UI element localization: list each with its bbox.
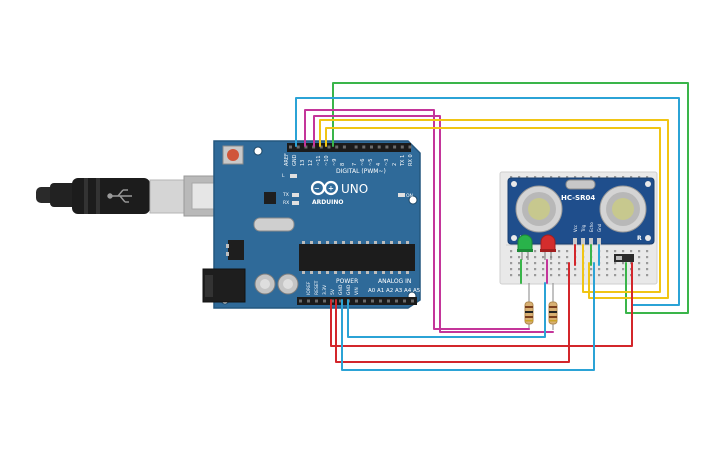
svg-text:Echo: Echo bbox=[589, 222, 594, 232]
wire-blue-resistor[interactable] bbox=[347, 282, 546, 338]
analog-pin-labels: A0 A1 A2 A3 A4 A5 bbox=[368, 288, 421, 294]
svg-text:A1: A1 bbox=[377, 288, 384, 294]
svg-text:Trig: Trig bbox=[581, 224, 586, 233]
sensor-model-label: HC-SR04 bbox=[561, 194, 595, 202]
svg-text:GND: GND bbox=[338, 284, 344, 295]
gnd-label: GND bbox=[292, 154, 298, 166]
resistor[interactable] bbox=[524, 283, 534, 330]
svg-text:5V: 5V bbox=[330, 288, 336, 295]
crystal bbox=[565, 179, 596, 190]
l-led-label: L bbox=[282, 173, 285, 179]
reset-button[interactable] bbox=[222, 145, 244, 165]
svg-text:3.3V: 3.3V bbox=[322, 284, 328, 295]
receiver-label: R bbox=[637, 235, 642, 242]
digital-header-label: DIGITAL (PWM~) bbox=[336, 168, 386, 175]
wire-blue-ground-bottom[interactable] bbox=[341, 262, 595, 371]
sensor-pin-labels: Vcc Trig Echo Gnd bbox=[573, 222, 602, 233]
capacitor bbox=[254, 273, 276, 295]
svg-text:+: + bbox=[328, 185, 334, 193]
pin-12-label: 12 bbox=[308, 160, 314, 166]
green-led[interactable] bbox=[517, 234, 533, 260]
receiver-transducer bbox=[599, 185, 647, 233]
svg-text:Gnd: Gnd bbox=[597, 223, 602, 232]
voltage-regulator bbox=[228, 240, 244, 260]
transmitter-transducer bbox=[515, 185, 563, 233]
pin-tx-label: TX 1 bbox=[400, 155, 406, 167]
capacitor bbox=[277, 273, 299, 295]
svg-text:RESET: RESET bbox=[314, 280, 320, 295]
rx-led-label: RX bbox=[283, 200, 289, 206]
pin-7-label: 7 bbox=[352, 163, 358, 166]
wire-magenta-led[interactable] bbox=[313, 115, 554, 333]
digital-pin-labels: AREF GND 13 12 ~11 ~10 ~9 8 7 ~6 ~5 4 ~3… bbox=[284, 153, 414, 167]
resistor[interactable] bbox=[548, 283, 558, 330]
svg-text:GND: GND bbox=[346, 284, 352, 295]
rx-led bbox=[292, 201, 299, 205]
svg-text:A4: A4 bbox=[404, 288, 412, 294]
l-led bbox=[290, 174, 297, 178]
tx-led-label: TX bbox=[282, 192, 289, 198]
usb-chip bbox=[264, 192, 276, 204]
pin-13-label: 13 bbox=[300, 160, 306, 166]
analog-header-label: ANALOG IN bbox=[378, 278, 411, 285]
ultrasonic-sensor[interactable]: HC-SR04 T R Vcc Trig Echo Gnd bbox=[507, 177, 655, 245]
arduino-uno-board[interactable]: AREF GND 13 12 ~11 ~10 ~9 8 7 ~6 ~5 4 ~3… bbox=[202, 140, 421, 309]
svg-text:IOREF: IOREF bbox=[306, 281, 312, 295]
red-led[interactable] bbox=[540, 234, 556, 260]
board-model-label: UNO bbox=[341, 182, 368, 196]
usb-cable bbox=[36, 175, 243, 217]
power-header-label: POWER bbox=[336, 278, 358, 285]
pin-4-label: 4 bbox=[376, 163, 382, 166]
wire-green-trig[interactable] bbox=[332, 82, 689, 314]
pin-10-label: ~10 bbox=[324, 155, 330, 166]
aref-label: AREF bbox=[284, 153, 290, 166]
svg-text:A5: A5 bbox=[413, 288, 421, 294]
wire-yellow-echo[interactable] bbox=[325, 127, 661, 293]
atmega-chip bbox=[299, 244, 415, 271]
pin-8-label: 8 bbox=[340, 163, 346, 166]
breadboard-switch[interactable] bbox=[614, 254, 634, 262]
pin-3-label: ~3 bbox=[384, 159, 390, 166]
pin-5-label: ~5 bbox=[368, 159, 374, 166]
tx-led bbox=[292, 193, 299, 197]
pin-9-label: ~9 bbox=[332, 159, 338, 166]
power-pin-labels: IOREF RESET 3.3V 5V GND GND VIN bbox=[306, 280, 360, 295]
on-led-label: ON bbox=[406, 193, 413, 199]
wire-red-5v[interactable] bbox=[335, 262, 570, 363]
pin-6-label: ~6 bbox=[360, 159, 366, 166]
pin-2-label: 2 bbox=[392, 163, 398, 166]
pin-rx-label: RX 0 bbox=[408, 154, 414, 166]
svg-text:VIN: VIN bbox=[354, 287, 360, 295]
svg-text:A0: A0 bbox=[368, 288, 376, 294]
digital-header[interactable] bbox=[287, 143, 411, 152]
wire-magenta-led[interactable] bbox=[304, 109, 530, 330]
usb-icon bbox=[107, 189, 132, 203]
svg-text:Vcc: Vcc bbox=[573, 225, 578, 232]
arduino-logo-icon bbox=[310, 180, 339, 196]
on-led bbox=[398, 193, 405, 197]
svg-text:−: − bbox=[314, 185, 320, 193]
pin-11-label: ~11 bbox=[316, 155, 322, 166]
sensor-pin-header[interactable] bbox=[573, 238, 601, 245]
wire-red-vcc[interactable] bbox=[330, 262, 633, 347]
board-brand-label: ARDUINO bbox=[312, 199, 343, 206]
svg-text:A3: A3 bbox=[395, 288, 403, 294]
svg-text:A2: A2 bbox=[386, 288, 393, 294]
crystal-oscillator bbox=[253, 217, 295, 232]
